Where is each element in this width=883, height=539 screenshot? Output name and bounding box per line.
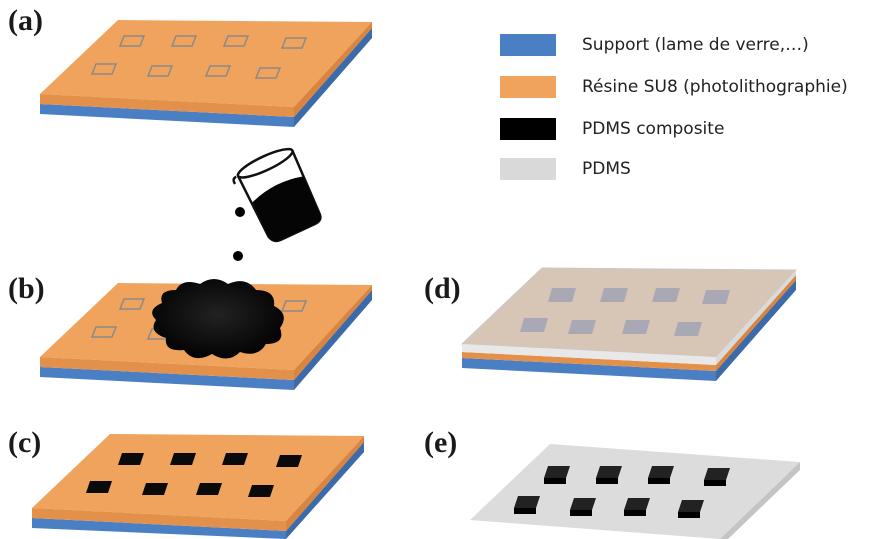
panel-label-b: (b) <box>8 272 45 305</box>
panel-b-slab <box>40 279 372 390</box>
composite-pillars <box>514 466 730 518</box>
pillar <box>622 320 650 334</box>
resin-side <box>294 285 372 380</box>
legend-label-resin: Résine SU8 (photolithographie) <box>582 77 848 97</box>
legend-swatch-resin <box>500 76 556 98</box>
panel-label-a: (a) <box>8 4 43 37</box>
support-layer-side <box>294 28 372 127</box>
pillar <box>86 481 112 493</box>
beaker-spout <box>232 175 237 185</box>
pillar <box>568 320 596 334</box>
composite-pillars <box>86 453 302 497</box>
legend-label-composite: PDMS composite <box>582 119 724 139</box>
legend-swatch-support <box>500 34 556 56</box>
legend-swatch-pdms <box>500 158 556 180</box>
pillar-top <box>624 498 650 510</box>
resin-side <box>294 22 372 117</box>
panel-a-slab <box>40 20 372 127</box>
support-layer <box>40 367 294 390</box>
pillar <box>276 455 302 467</box>
resin-side <box>286 436 364 531</box>
pillar <box>702 290 730 304</box>
pillar-front <box>514 508 536 514</box>
panel-label-e: (e) <box>424 426 457 459</box>
resin-front <box>462 352 716 371</box>
pillar-front <box>704 480 726 486</box>
embedded-pillars <box>520 288 730 336</box>
droplet <box>233 251 243 261</box>
pillar <box>170 453 196 465</box>
legend-label-support: Support (lame de verre,…) <box>582 35 809 55</box>
well <box>90 63 118 75</box>
legend: Support (lame de verre,…) Résine SU8 (ph… <box>500 34 848 180</box>
pillar-top <box>570 498 596 510</box>
pillar-front <box>596 478 618 484</box>
panel-label-c: (c) <box>8 426 41 459</box>
panel-e-slab <box>470 444 800 539</box>
pillar-top <box>596 466 622 478</box>
pillar <box>548 288 576 302</box>
pillar <box>196 483 222 495</box>
pillar-front <box>570 510 592 516</box>
panel-c-slab <box>32 434 364 539</box>
resin-top <box>32 434 364 521</box>
pillar <box>222 453 248 465</box>
pillar-front <box>648 478 670 484</box>
well <box>118 298 146 310</box>
resin-front <box>32 508 286 531</box>
legend-label-pdms: PDMS <box>582 159 631 179</box>
pillar <box>248 485 274 497</box>
pillar-top <box>704 468 730 480</box>
support-layer-side <box>716 280 796 381</box>
well <box>90 326 118 338</box>
legend-swatch-composite <box>500 118 556 140</box>
well <box>280 37 308 49</box>
beaker-rim <box>236 147 294 179</box>
well <box>254 67 282 79</box>
well <box>118 35 146 47</box>
pillar <box>118 453 144 465</box>
support-layer <box>32 518 286 539</box>
resin-front <box>40 94 294 117</box>
well <box>170 35 198 47</box>
well <box>280 300 308 312</box>
resin-side <box>716 275 796 371</box>
pdms-front <box>462 344 716 365</box>
panel-d-slab <box>460 267 798 381</box>
pdms-side <box>720 462 800 539</box>
beaker-pouring-icon <box>232 147 322 261</box>
well <box>204 65 232 77</box>
support-layer <box>40 104 294 127</box>
pillar <box>600 288 628 302</box>
pillar-top <box>678 500 704 512</box>
pillar <box>520 318 548 332</box>
pdms-top <box>470 444 800 539</box>
pillar-front <box>678 512 700 518</box>
panel-label-d: (d) <box>424 272 461 305</box>
pillar-front <box>624 510 646 516</box>
pillar-top <box>544 466 570 478</box>
pillar <box>674 322 702 336</box>
pdms-side <box>716 270 796 365</box>
resin-front <box>40 357 294 380</box>
beaker-liquid <box>252 176 321 241</box>
pillar-top <box>514 496 540 508</box>
support-layer-side <box>286 442 364 539</box>
well <box>146 65 174 77</box>
support-layer-side <box>294 290 372 390</box>
pillar <box>142 483 168 495</box>
composite-blob <box>152 279 284 359</box>
pillar-front <box>544 478 566 484</box>
droplet <box>235 207 245 217</box>
support-layer <box>462 358 716 381</box>
pillar-top <box>648 466 674 478</box>
etched-wells <box>90 35 308 79</box>
resin-top <box>40 20 372 107</box>
well <box>222 35 250 47</box>
pillar <box>652 288 680 302</box>
